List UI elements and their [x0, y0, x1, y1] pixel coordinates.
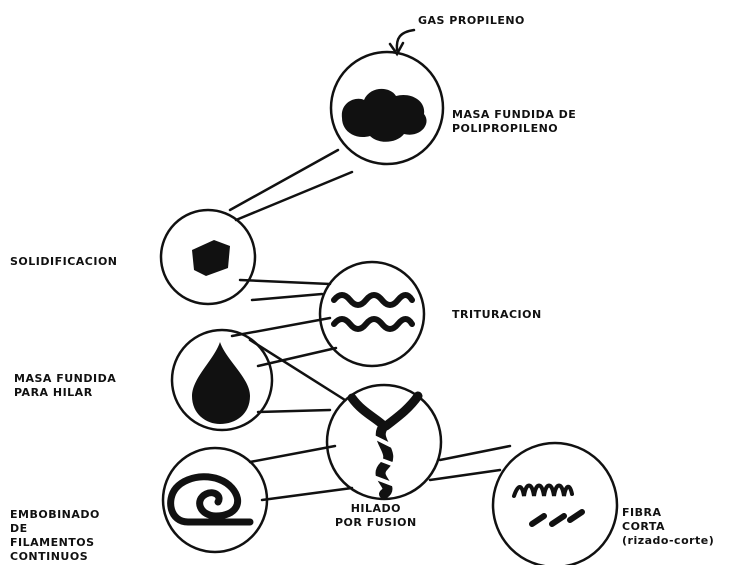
- stage-circle-grinding: [320, 262, 424, 366]
- label-text: GAS PROPILENO: [418, 14, 525, 28]
- label-line: TRITURACION: [452, 308, 542, 322]
- stage-circle-staple-fiber: [493, 443, 617, 565]
- label-molten-mass: MASA FUNDIDA DE POLIPROPILENO: [452, 108, 576, 136]
- label-staple-fiber: FIBRA CORTA (rizado-corte): [622, 506, 714, 548]
- coil-spiral-icon: [171, 477, 250, 522]
- label-gas-propileno: GAS PROPILENO: [418, 14, 525, 28]
- connector-molten-to-solid: [230, 150, 352, 220]
- melt-drop-icon: [192, 342, 250, 424]
- label-line: FILAMENTOS: [10, 536, 100, 550]
- label-line: MASA FUNDIDA: [14, 372, 116, 386]
- label-line: FIBRA: [622, 506, 714, 520]
- label-line: MASA FUNDIDA DE: [452, 108, 576, 122]
- label-line: (rizado-corte): [622, 534, 714, 548]
- solid-block-icon: [192, 240, 230, 276]
- ground-wave-icon: [334, 295, 412, 329]
- label-line: POLIPROPILENO: [452, 122, 576, 136]
- molten-blob-icon: [342, 89, 427, 142]
- label-solidification: SOLIDIFICACION: [10, 255, 118, 269]
- label-line: PARA HILAR: [14, 386, 116, 400]
- stage-circle-winding: [163, 448, 267, 552]
- label-grinding: TRITURACION: [452, 308, 542, 322]
- crimped-fiber-icon: [514, 486, 582, 525]
- connector-solid-to-grind: [240, 280, 330, 300]
- label-line: POR FUSION: [335, 516, 417, 530]
- label-line: CONTINUOS: [10, 550, 100, 564]
- label-line: EMBOBINADO: [10, 508, 100, 522]
- label-spinning-melt: MASA FUNDIDA PARA HILAR: [14, 372, 116, 400]
- twisted-yarn-icon: [352, 396, 418, 494]
- label-line: HILADO: [335, 502, 417, 516]
- label-line: SOLIDIFICACION: [10, 255, 118, 269]
- connector-spin-to-fiber: [430, 446, 510, 480]
- label-winding: EMBOBINADO DE FILAMENTOS CONTINUOS: [10, 508, 100, 564]
- connector-melt-to-spin: [250, 340, 345, 412]
- label-line: DE: [10, 522, 100, 536]
- label-melt-spinning: HILADO POR FUSION: [335, 502, 417, 530]
- label-line: CORTA: [622, 520, 714, 534]
